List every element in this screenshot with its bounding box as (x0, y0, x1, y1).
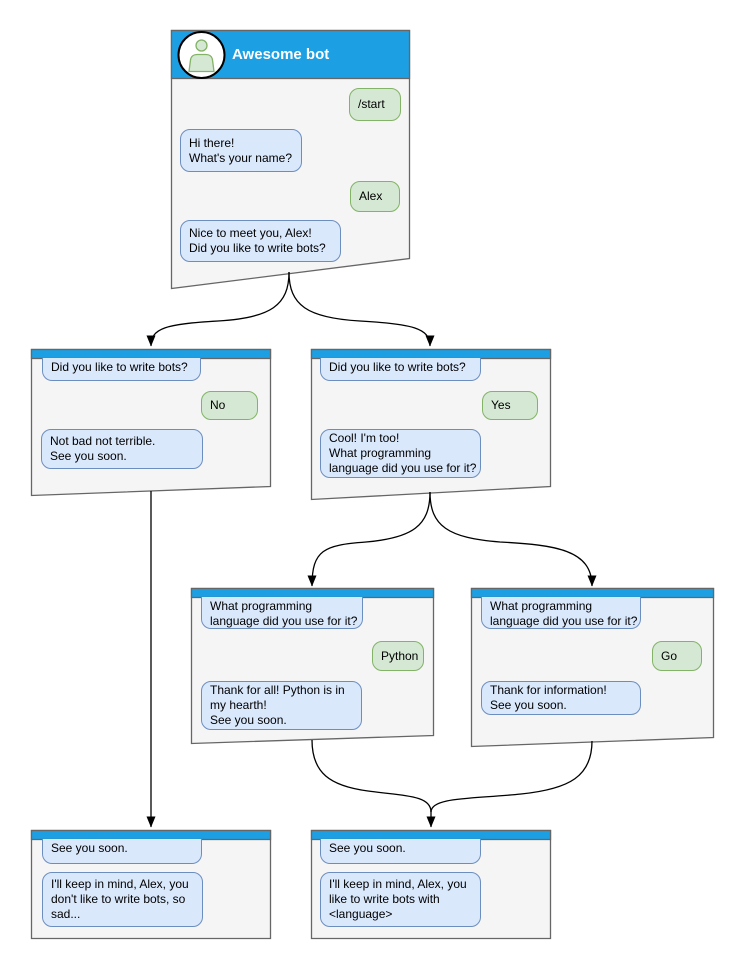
message-bubble-user: Yes (482, 391, 538, 420)
connector-root-to-branch-no (146, 271, 290, 347)
connector-branch-yes-to-python (307, 491, 431, 587)
message-bubble-bot: What programming language did you use fo… (481, 597, 641, 629)
message-bubble-bot: Hi there! What's your name? (180, 129, 302, 172)
message-bubble-user: /start (349, 88, 401, 121)
message-bubble-bot: What programming language did you use fo… (201, 597, 363, 629)
message-bubble-bot: Cool! I'm too! What programming language… (320, 429, 481, 478)
person-icon (177, 31, 226, 79)
message-bubble-bot: Nice to meet you, Alex! Did you like to … (180, 220, 341, 262)
message-bubble-bot: Thank for information! See you soon. (481, 681, 641, 715)
message-bubble-bot: Thank for all! Python is in my hearth! S… (201, 681, 362, 730)
message-bubble-bot: I'll keep in mind, Alex, you don't like … (42, 872, 203, 927)
message-bubble-bot: Did you like to write bots? (42, 358, 201, 381)
connector-root-to-branch-yes (288, 271, 435, 347)
message-bubble-bot: Did you like to write bots? (320, 358, 481, 381)
connector-go-to-end-yes (430, 740, 593, 813)
message-bubble-bot: See you soon. (320, 839, 481, 864)
message-bubble-user: Python (372, 641, 424, 671)
connector-python-to-end-yes (311, 739, 432, 813)
message-bubble-bot: See you soon. (42, 839, 202, 864)
window-title: Awesome bot (232, 45, 330, 63)
message-bubble-user: Alex (350, 181, 400, 212)
connector-branch-yes-to-go (429, 491, 597, 587)
message-bubble-bot: Not bad not terrible. See you soon. (41, 429, 203, 469)
message-bubble-bot: I'll keep in mind, Alex, you like to wri… (320, 872, 481, 927)
message-bubble-user: No (201, 391, 258, 420)
message-bubble-user: Go (652, 641, 702, 671)
